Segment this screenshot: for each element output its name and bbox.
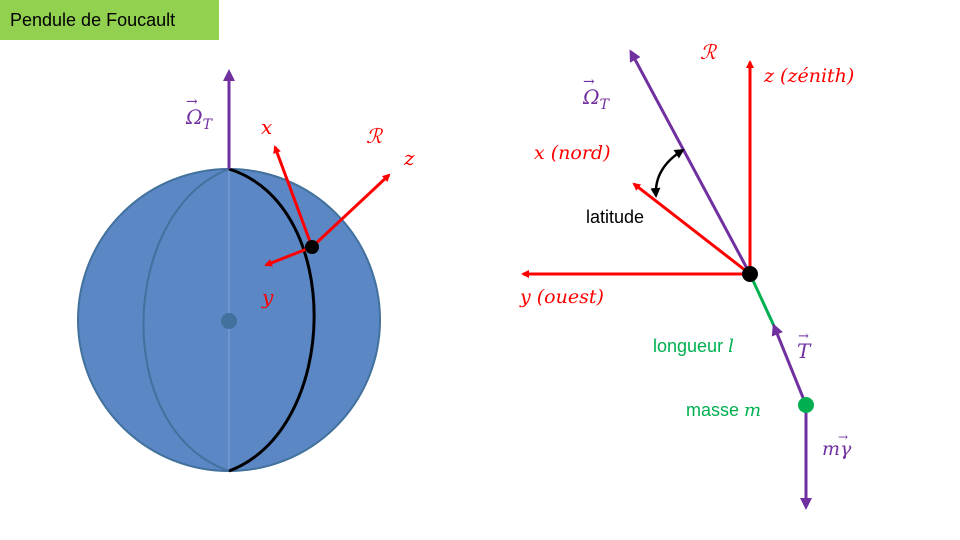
y-label-right: y (ouest) <box>519 286 604 308</box>
frame-label-left: ℛ <box>366 124 384 148</box>
tension-vector <box>771 323 808 406</box>
tension-vec-mark: → <box>798 329 809 344</box>
pendulum-diagram: ΩT → ℛ z (zénith) x (nord) latitude y (o… <box>519 40 854 510</box>
x-axis-arrow-right <box>632 182 751 276</box>
omega-label-right: ΩT <box>582 85 611 113</box>
mass-label: masse m <box>686 400 761 421</box>
z-label-left: z <box>403 146 415 170</box>
front-meridian <box>228 167 316 473</box>
omega-vec-mark-right: → <box>583 74 595 90</box>
weight-vec-mark: → <box>838 430 848 444</box>
earth-center <box>221 313 237 329</box>
x-axis-arrow-left <box>273 145 314 248</box>
x-label-right: x (nord) <box>534 142 611 164</box>
omega-vector-right <box>629 49 752 275</box>
tension-label: T <box>797 339 812 363</box>
latitude-label: latitude <box>586 207 644 227</box>
earth-diagram: ΩT → x z y ℛ <box>77 69 415 473</box>
page-title: Pendule de Foucault <box>10 9 176 30</box>
location-point-left <box>305 240 319 254</box>
weight-label: mγ <box>822 438 852 460</box>
z-axis-arrow-left <box>310 173 391 249</box>
y-axis-arrow-left <box>264 245 313 267</box>
y-label-left: y <box>261 285 274 309</box>
back-meridian <box>142 168 230 472</box>
suspension-point <box>742 266 758 282</box>
z-label-right: z (zénith) <box>763 65 854 87</box>
omega-vec-mark-left: → <box>186 94 198 110</box>
omega-label-left: ΩT <box>185 105 214 133</box>
frame-label-right: ℛ <box>700 40 718 64</box>
length-label: longueur l <box>653 336 734 357</box>
latitude-angle-arc <box>650 148 685 198</box>
pendulum-mass <box>798 397 814 413</box>
title-box: Pendule de Foucault <box>0 0 219 40</box>
x-label-left: x <box>261 115 272 139</box>
pendulum-string <box>748 273 776 327</box>
